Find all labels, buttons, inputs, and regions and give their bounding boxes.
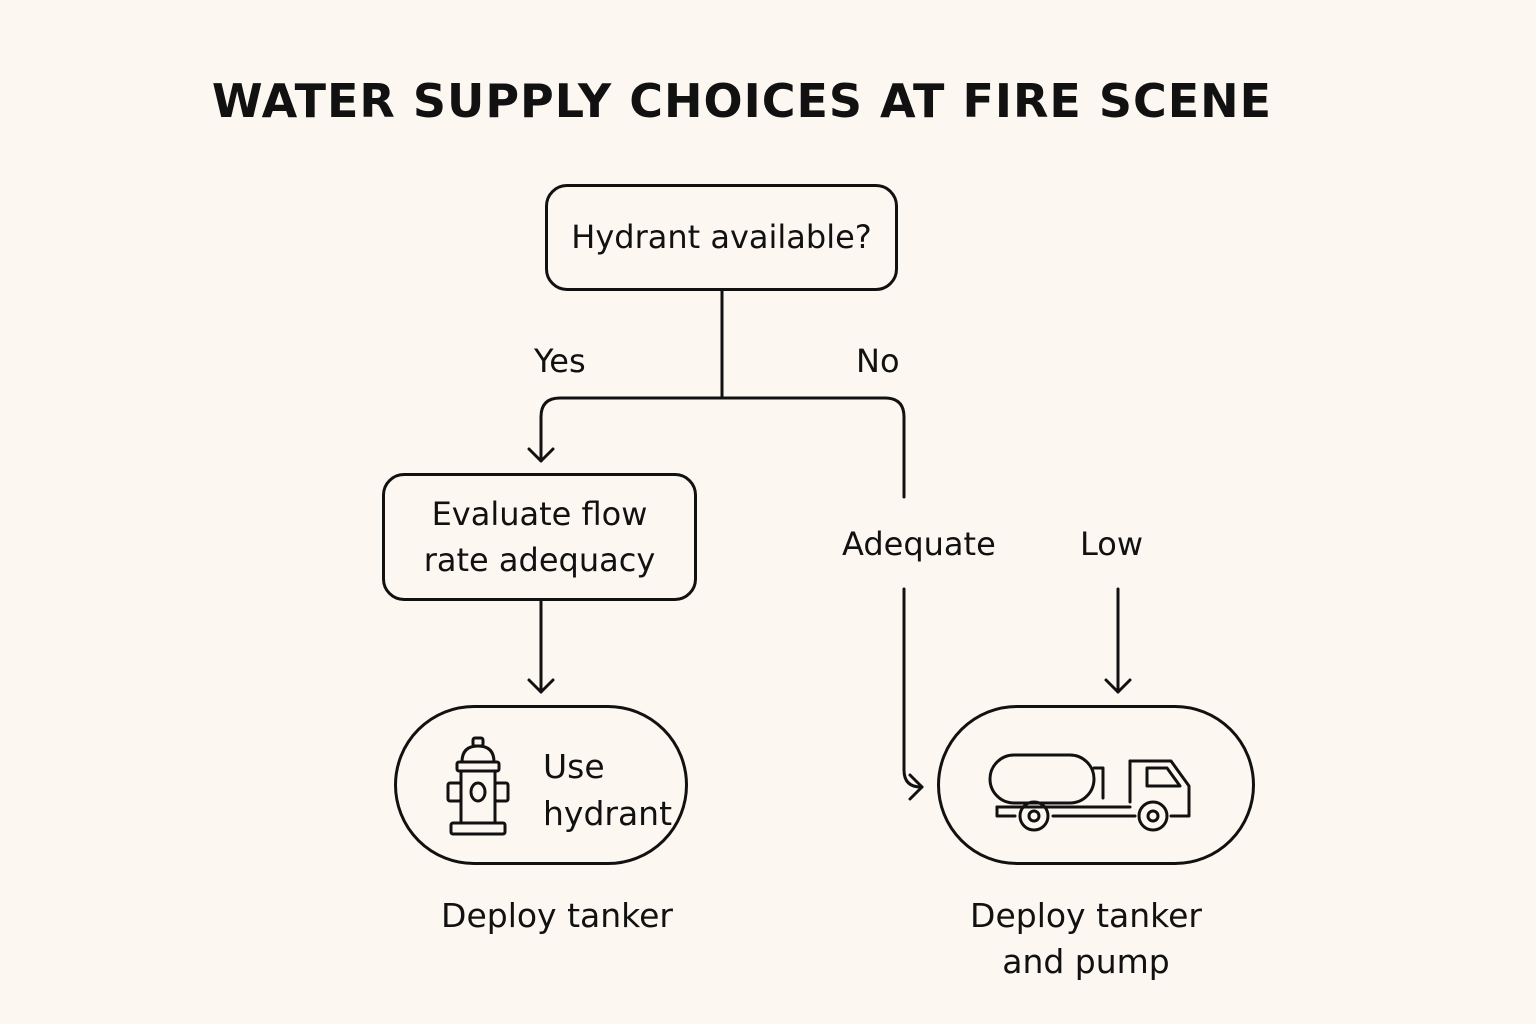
outcome-tanker (937, 705, 1255, 865)
edge-label-adequate: Adequate (842, 525, 996, 563)
decision-label: Hydrant available? (571, 218, 872, 257)
arrowhead-evaluate (527, 678, 555, 694)
use-hydrant-line-1: Use (543, 747, 605, 786)
caption-line-1: Deploy tanker (970, 896, 1202, 935)
connector-yes-branch (539, 396, 724, 463)
edge-label-yes: Yes (534, 342, 586, 380)
use-hydrant-line-2: hydrant (543, 793, 673, 833)
fire-hydrant-icon (446, 736, 510, 836)
arrowhead-adequate (908, 773, 924, 801)
connector-no-branch (720, 396, 906, 499)
caption-deploy-tanker: Deploy tanker (441, 896, 673, 935)
outcome-use-hydrant: Use hydrant (394, 705, 688, 865)
arrowhead-yes (527, 447, 555, 463)
edge-label-no: No (856, 342, 900, 380)
tanker-truck-icon (988, 753, 1191, 832)
arrowhead-low (1104, 678, 1132, 694)
diagram-title: WATER SUPPLY CHOICES AT FIRE SCENE (211, 74, 1273, 128)
evaluate-line-2: rate adequacy (423, 541, 656, 579)
caption-line-2: and pump (1002, 942, 1170, 982)
evaluate-line-1: Evaluate flow (431, 494, 648, 533)
connector-adequate (902, 587, 924, 789)
edge-label-low: Low (1080, 525, 1144, 563)
decision-hydrant-available: Hydrant available? (545, 184, 898, 291)
step-evaluate-flow: Evaluate flow rate adequacy (382, 473, 697, 601)
caption-deploy-tanker-and-pump: Deploy tanker and pump (970, 893, 1202, 985)
